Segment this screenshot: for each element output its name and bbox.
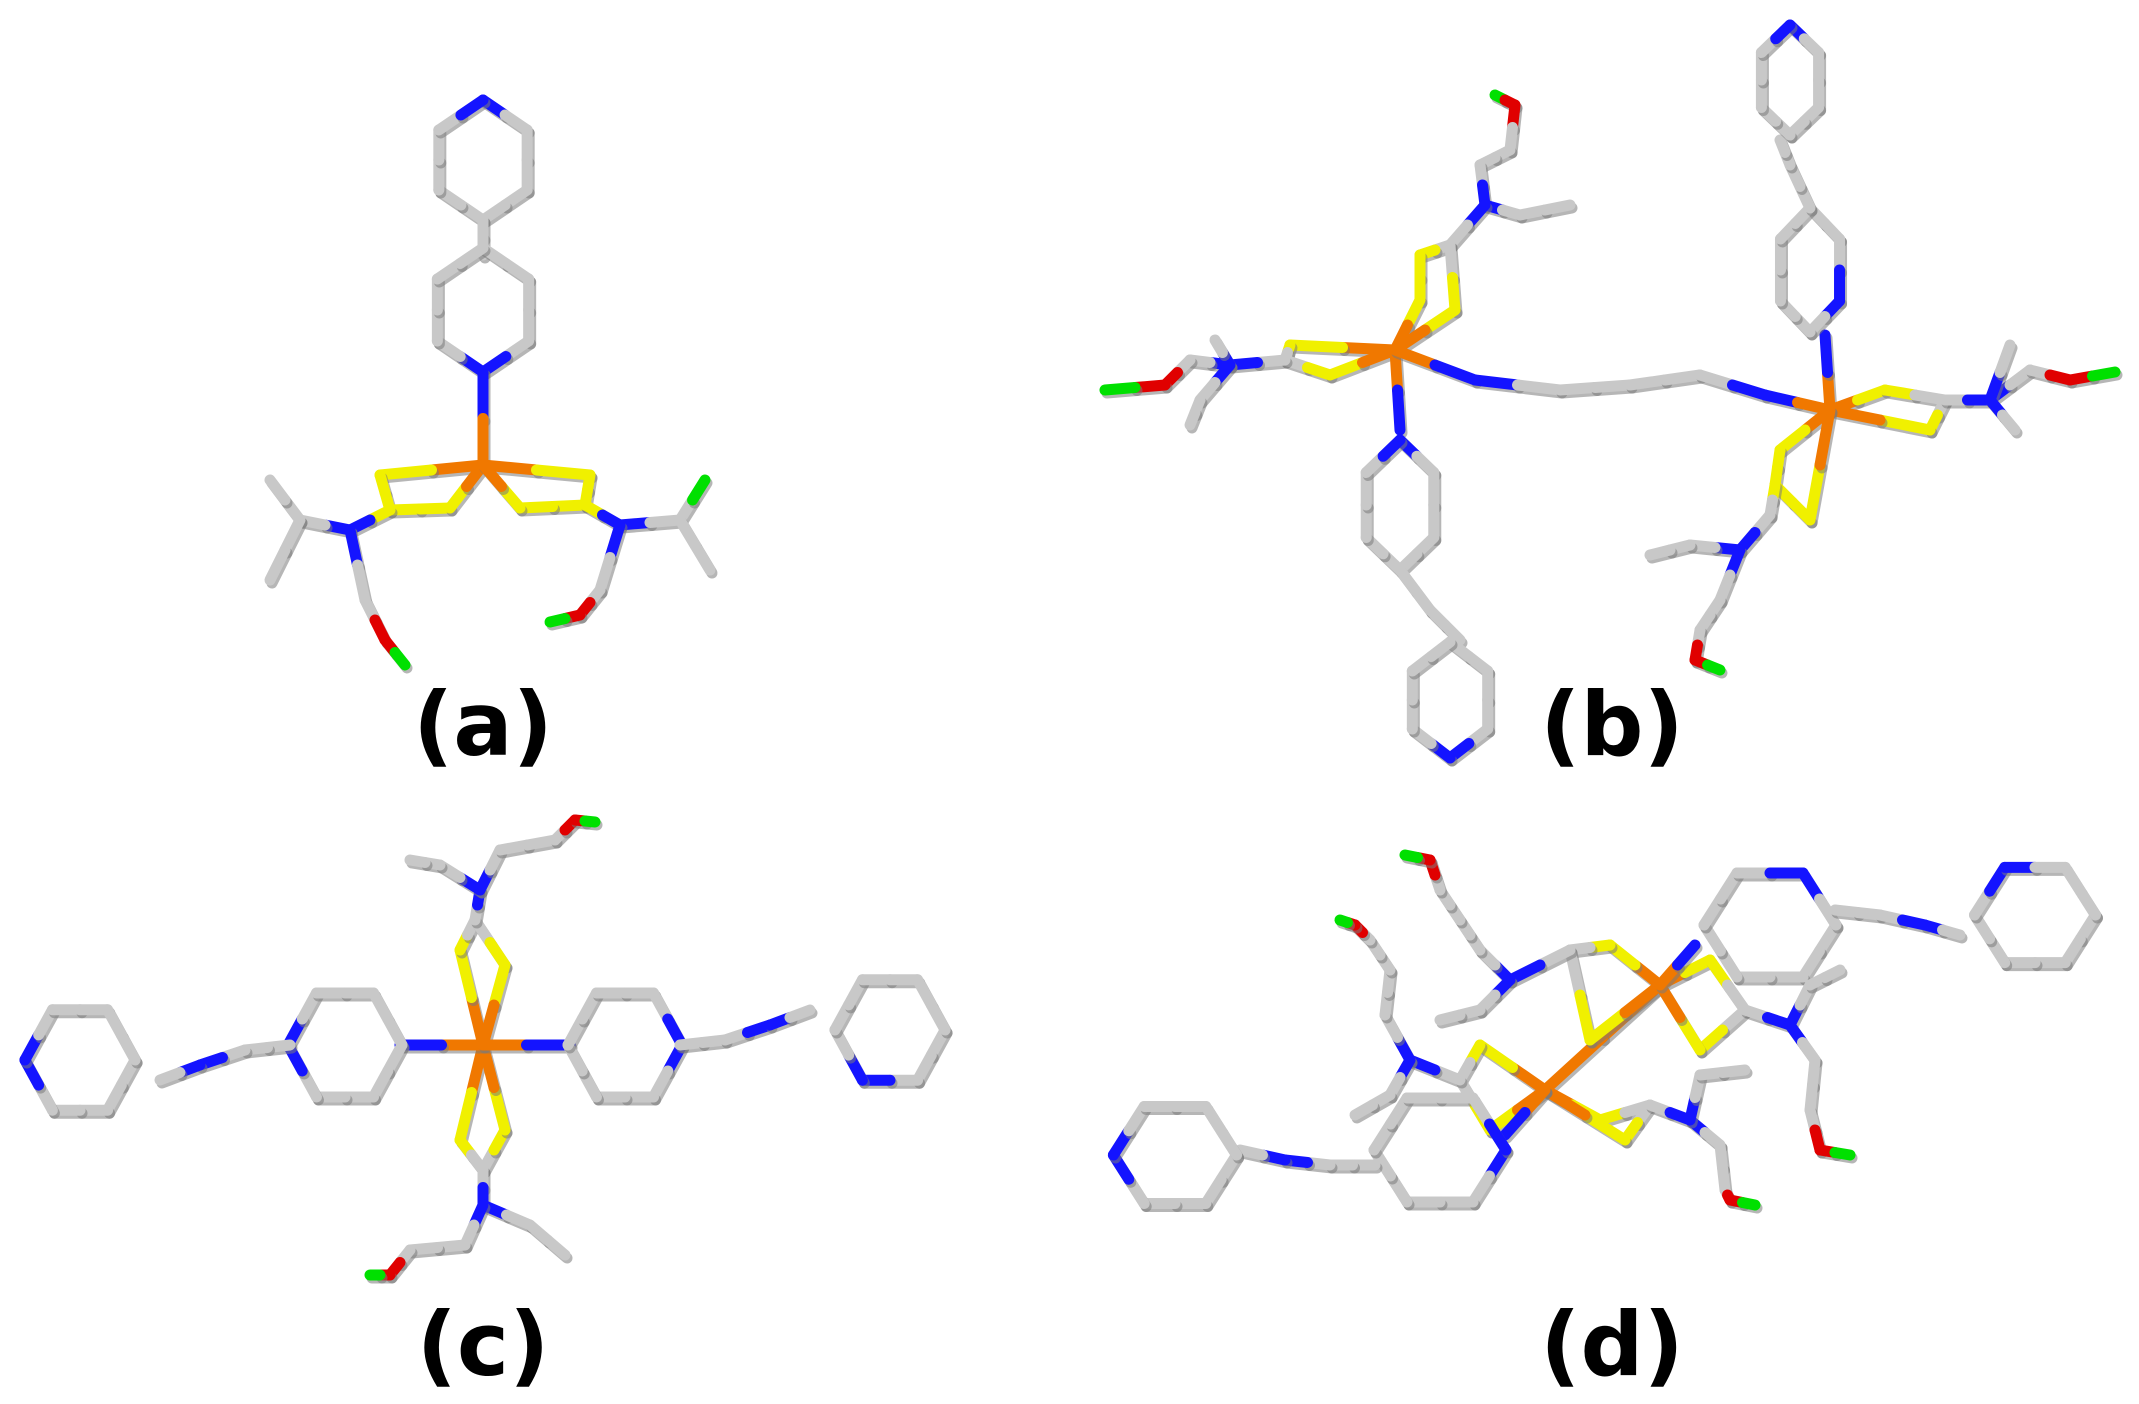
bond-segment — [1770, 19, 1796, 45]
bond-segment — [1512, 379, 1566, 396]
bond-segment — [1425, 636, 1456, 662]
bond-segment — [925, 999, 951, 1036]
bond-segment — [1814, 404, 1836, 471]
bond-segment — [1804, 459, 1826, 526]
bond-segment — [1469, 374, 1523, 391]
bond-segment — [1644, 544, 1676, 561]
bond-segment — [455, 94, 489, 121]
bond-segment — [1099, 382, 1141, 396]
bond-segment — [1874, 414, 1936, 436]
panel-b-label: (b) — [1540, 673, 1683, 776]
bond-segment — [1499, 1107, 1531, 1141]
bond-segment — [2074, 885, 2101, 921]
bond-segment — [1389, 344, 1441, 371]
bond-segment — [542, 1234, 571, 1261]
bond-segment — [404, 854, 431, 868]
bond-segment — [374, 464, 437, 481]
bond-segment — [579, 815, 601, 828]
bond-segment — [477, 459, 542, 476]
bond-segment — [488, 959, 511, 1011]
bond-segment — [1727, 379, 1771, 401]
bond-segment — [389, 647, 411, 671]
bond-segment — [1357, 344, 1401, 368]
bond-segment — [264, 474, 291, 506]
bond-segment — [1234, 1144, 1268, 1161]
bond-segment — [1504, 959, 1546, 986]
bond-segment — [264, 544, 291, 586]
bond-segment — [531, 464, 596, 481]
bond-segment — [1672, 939, 1701, 971]
bond-segment — [594, 552, 616, 596]
bond-segment — [1694, 369, 1738, 391]
bond-segment — [279, 514, 306, 556]
bond-segment — [1439, 619, 1466, 646]
bond-segment — [1324, 357, 1368, 381]
bond-segment — [1554, 382, 1601, 396]
bond-segment — [1994, 339, 2016, 378]
bond-segment — [689, 539, 716, 576]
bond-segment — [1774, 134, 1791, 158]
bond-segment — [1539, 199, 1576, 216]
bond-segment — [454, 242, 489, 269]
bond-segment — [1574, 989, 1596, 1046]
bond-segment — [1589, 379, 1636, 393]
bond-segment — [1659, 369, 1706, 386]
bond-segment — [1399, 849, 1423, 863]
bond-segment — [1534, 944, 1576, 971]
bond-segment — [426, 459, 489, 476]
bond-segment — [784, 1004, 816, 1023]
bond-segment — [1624, 374, 1671, 391]
bond-segment — [344, 524, 363, 571]
bond-segment — [1419, 304, 1461, 336]
panel-a-label: (a) — [413, 673, 553, 776]
panel-d-label: (d) — [1540, 1293, 1683, 1396]
bond-segment — [1429, 359, 1481, 386]
bond-segment — [1184, 407, 1201, 431]
bond-segment — [1392, 384, 1406, 436]
bond-segment — [1584, 1007, 1631, 1046]
panel-c-label: (c) — [417, 1293, 550, 1396]
bond-segment — [1819, 329, 1833, 378]
bond-segment — [1717, 1064, 1751, 1078]
panel-b-molecule — [1099, 19, 2123, 767]
bond-segment — [1484, 1118, 1512, 1156]
panel-c-molecule — [19, 814, 953, 1284]
bond-segment — [1737, 1197, 1761, 1211]
bond-segment — [115, 1029, 141, 1066]
bond-segment — [1824, 404, 1886, 426]
bond-segment — [1759, 389, 1803, 408]
bond-segment — [604, 519, 626, 563]
bond-segment — [1434, 1009, 1466, 1026]
bond-segment — [544, 613, 571, 628]
bond-segment — [1334, 914, 1353, 928]
bond-segment — [454, 1087, 477, 1146]
bond-segment — [1819, 964, 1846, 983]
bond-segment — [1209, 334, 1228, 358]
panel-d-molecule — [1107, 849, 2103, 1214]
bond-segment — [1937, 924, 1966, 941]
bond-segment — [477, 459, 507, 492]
bond-segment — [1829, 1147, 1856, 1161]
bond-segment — [1814, 893, 1842, 931]
bond-segment — [687, 474, 711, 506]
bond-segment — [1377, 434, 1406, 462]
bond-segment — [2087, 366, 2121, 382]
bond-segment — [1619, 979, 1666, 1018]
bond-segment — [1284, 339, 1348, 353]
bond-segment — [154, 1067, 186, 1086]
bond-segment — [1702, 659, 1726, 676]
panel-a-molecule — [264, 94, 718, 674]
bond-segment — [1997, 409, 2021, 436]
bond-segment — [1215, 1125, 1243, 1161]
bond-segment — [1349, 1099, 1378, 1121]
bond-segment — [477, 999, 500, 1051]
bond-segment — [352, 559, 371, 606]
